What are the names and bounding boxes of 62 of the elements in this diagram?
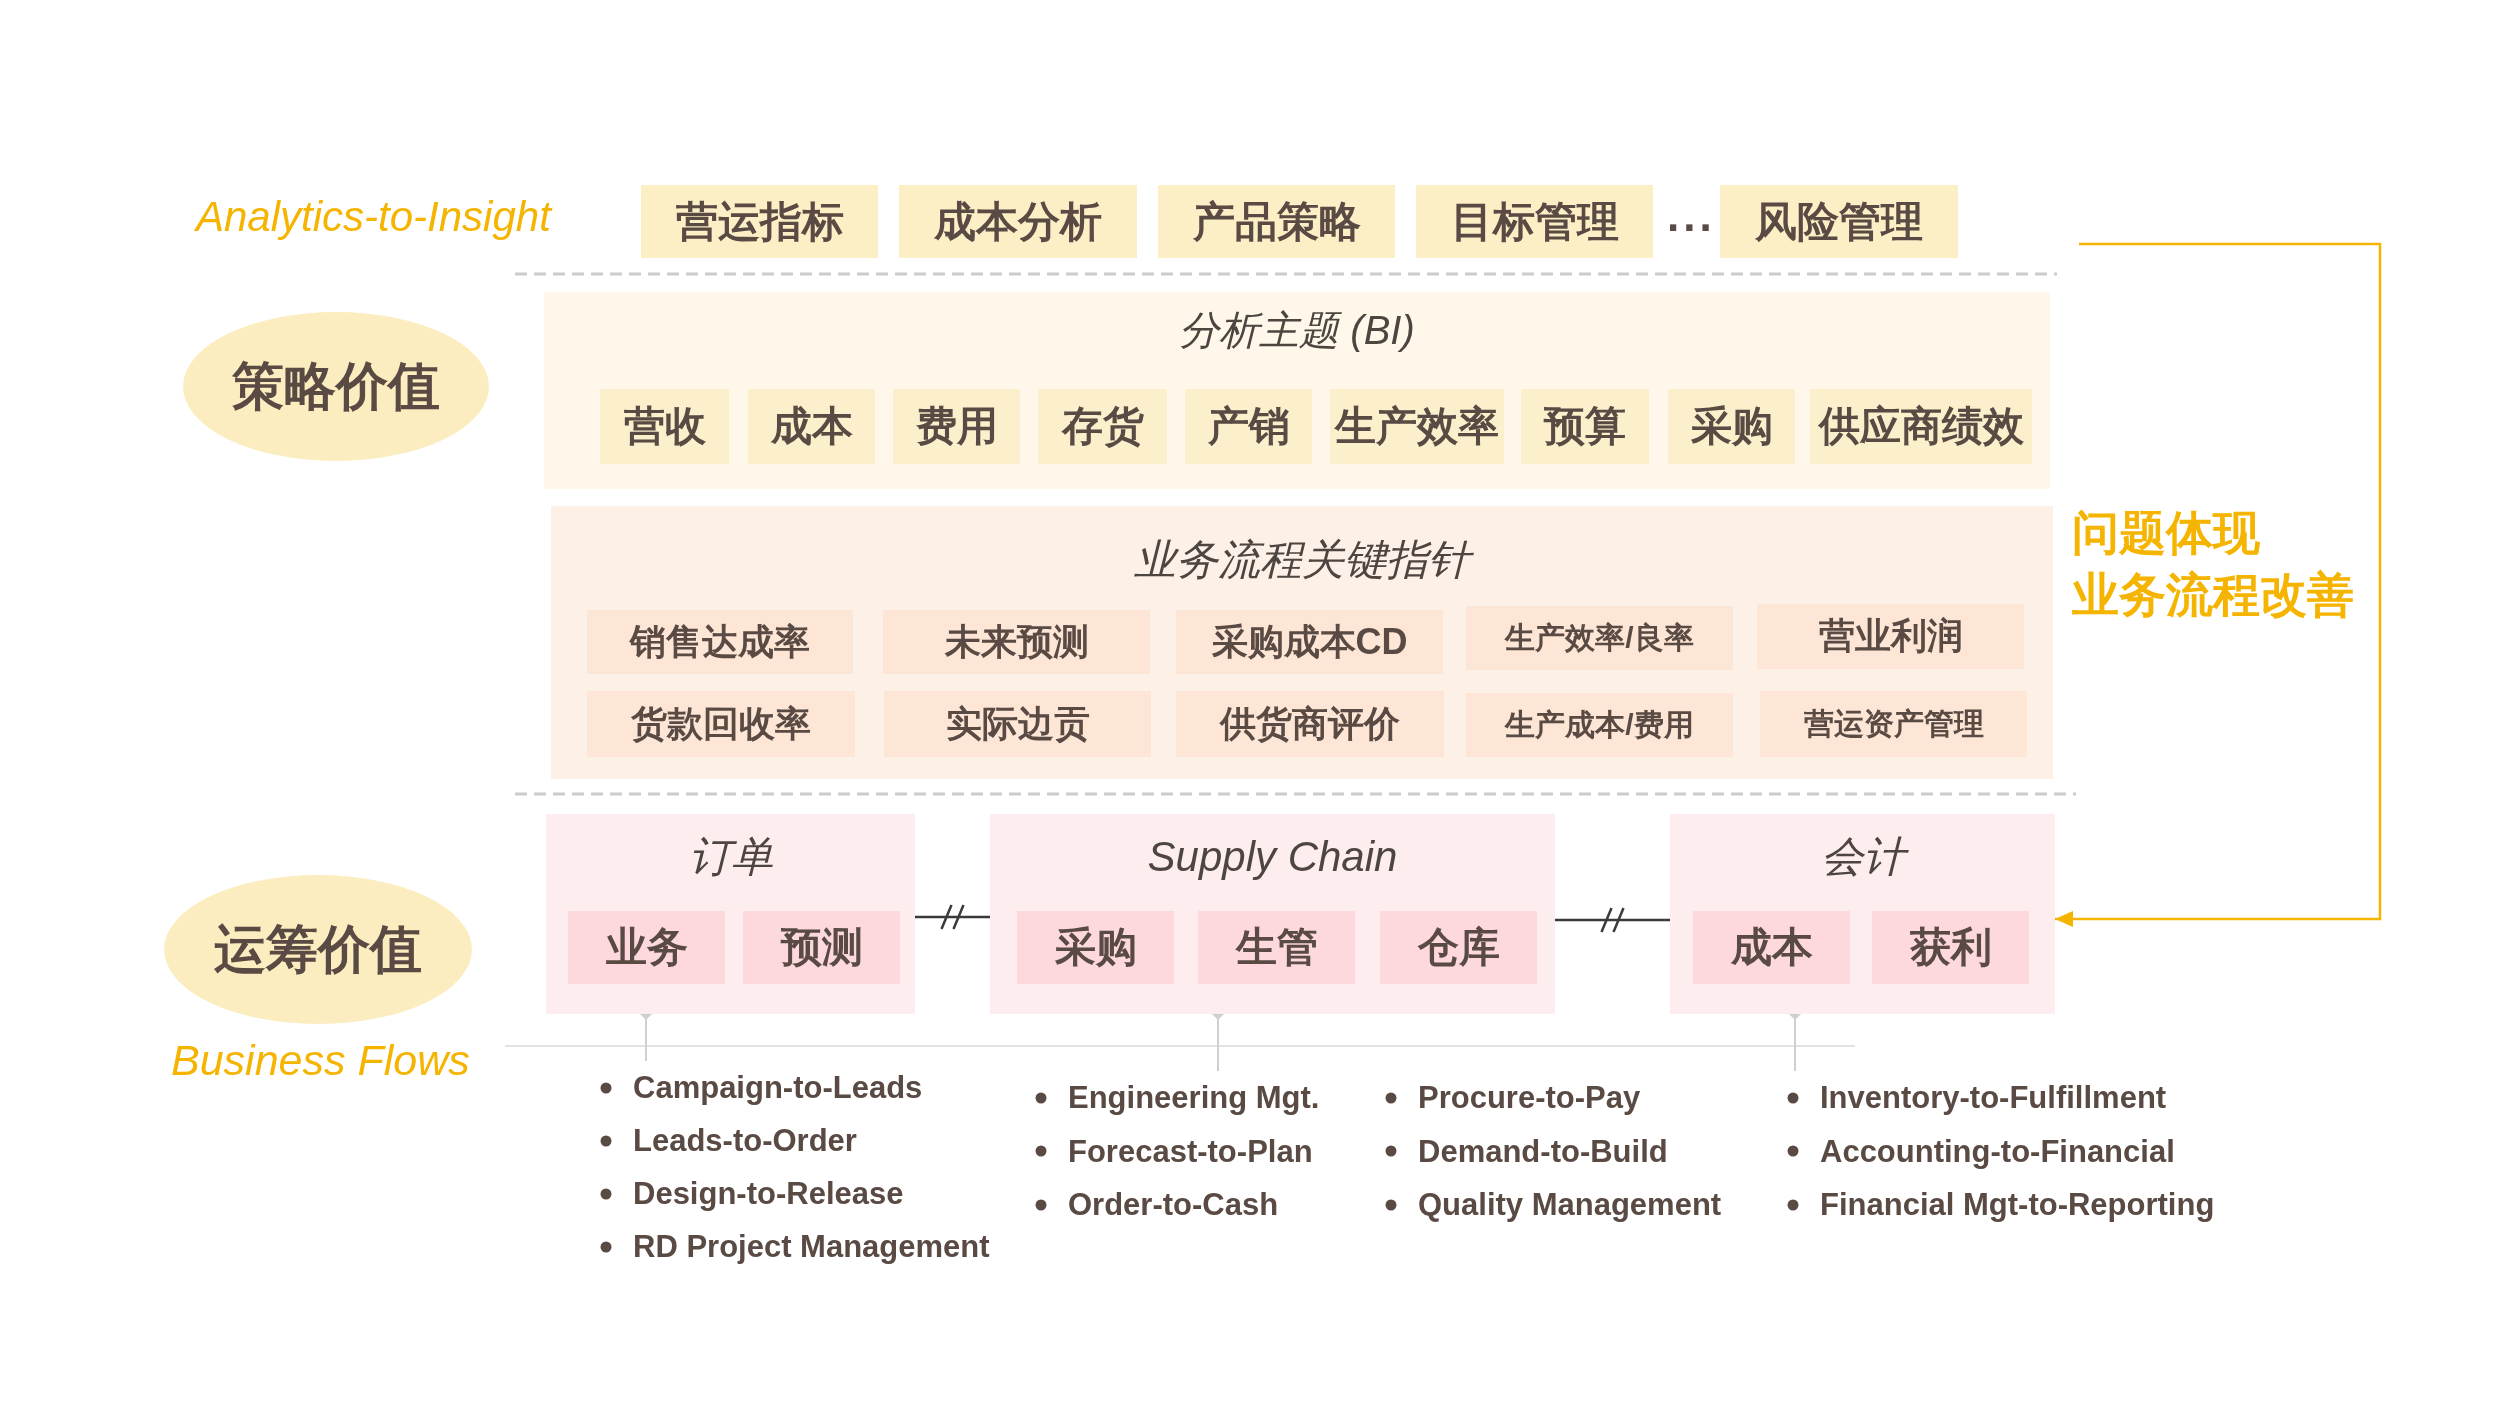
process-box: 预测 [743,911,900,984]
theme-box: 预算 [1521,389,1649,464]
process-group [546,814,915,1014]
theme-box: 采购 [1668,389,1795,464]
list-item: Demand-to-Build [1418,1132,1668,1171]
value-ellipse: 策略价值 [183,312,489,461]
list-item: Order-to-Cash [1068,1186,1279,1224]
list-item: Leads-to-Order [633,1122,857,1160]
list-item: Design-to-Release [633,1175,904,1213]
list-item: Campaign-to-Leads [633,1069,923,1107]
kpi-box: 营运资产管理 [1760,691,2027,757]
value-ellipse: 运筹价值 [164,875,472,1024]
list-item: Financial Mgt-to-Reporting [1820,1186,2215,1224]
theme-panel [544,292,2050,489]
list-item: Procure-to-Pay [1418,1079,1641,1117]
theme-box: 费用 [893,389,1020,464]
section-label: Analytics-to-Insight [196,192,551,242]
list-item: RD Project Management [633,1228,990,1266]
theme-box: 成本 [748,389,875,464]
metric-box: 目标管理 [1416,185,1653,258]
process-group [1670,814,2055,1014]
kpi-box: 生产成本/费用 [1466,693,1733,757]
process-group [990,814,1555,1014]
process-box: 仓库 [1380,911,1537,984]
process-box: 采购 [1017,911,1174,984]
kpi-box: 未来预测 [883,610,1150,674]
group-title: Supply Chain [1147,832,1398,882]
list-item: Accounting-to-Financial [1820,1132,2175,1171]
theme-box: 营收 [600,389,729,464]
metric-box: 成本分析 [899,185,1137,258]
group-title: 订单 [688,832,773,882]
process-box: 生管 [1198,911,1355,984]
kpi-box: 销售达成率 [587,610,853,674]
list-item: Quality Management [1418,1186,1722,1224]
metric-box: 产品策略 [1158,185,1395,258]
theme-box: 供应商绩效 [1810,389,2032,464]
kpi-box: 实际边贡 [884,691,1151,757]
kpi-box: 营业利润 [1757,604,2024,669]
section-label: Business Flows [171,1035,470,1086]
panel-title: 分析主题 (BI) [1179,307,1415,354]
metric-box: 风险管理 [1720,185,1958,258]
kpi-panel [551,506,2053,779]
list-item: Inventory-to-Fulfillment [1820,1079,2167,1117]
theme-box: 产销 [1185,389,1312,464]
kpi-box: 货款回收率 [587,691,855,757]
kpi-box: 生产效率/良率 [1466,606,1733,670]
ellipsis-text: ... [1667,190,1716,242]
kpi-box: 采购成本CD [1176,610,1443,674]
process-box: 获利 [1872,911,2029,984]
connector-line [1555,918,1670,922]
list-item: Forecast-to-Plan [1068,1132,1313,1171]
theme-box: 存货 [1038,389,1167,464]
connector-line [915,915,990,919]
kpi-box: 供货商评价 [1176,691,1444,757]
note-text: 问题体现 [2072,505,2260,561]
process-box: 成本 [1693,911,1850,984]
metric-box: 营运指标 [641,185,878,258]
note-text: 业务流程改善 [2072,567,2354,623]
process-box: 业务 [568,911,725,984]
theme-box: 生产效率 [1330,389,1504,464]
list-item: Engineering Mgt. [1068,1079,1320,1117]
feedback-arrow [2055,242,2382,927]
